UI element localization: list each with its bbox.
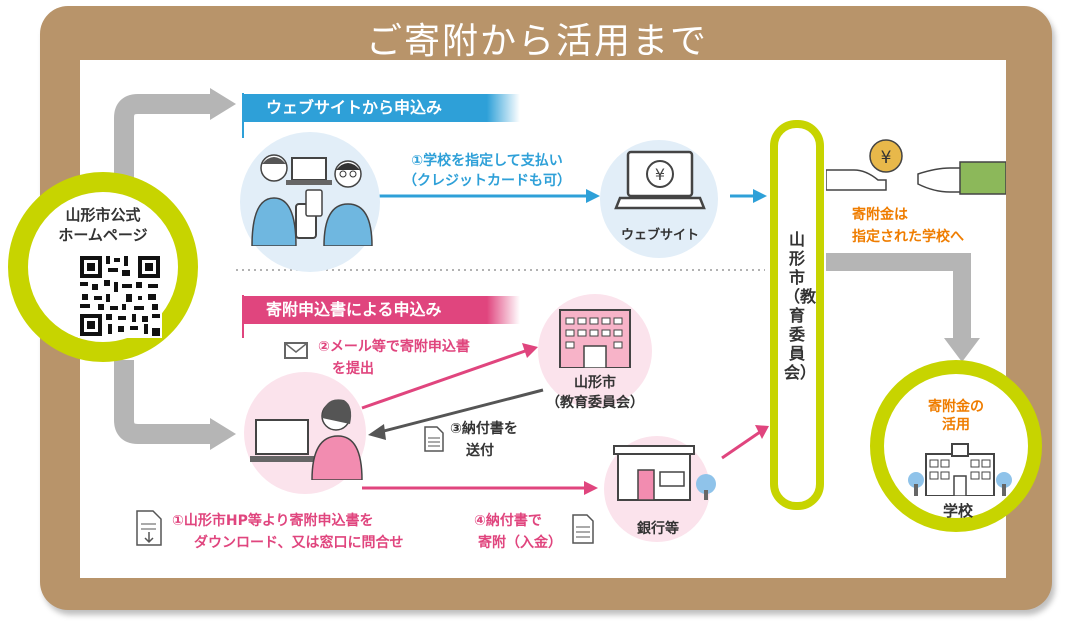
web-step1-line1: ①学校を指定して支払い xyxy=(411,153,563,169)
form-user-illustration xyxy=(250,399,363,480)
school-use-line2: 活用 xyxy=(942,417,970,433)
pink-arrow-head-city xyxy=(755,425,769,439)
school-building-icon xyxy=(908,443,1012,496)
office-building-icon xyxy=(559,309,631,368)
office-label-1: 山形市 xyxy=(574,375,616,391)
donation-text-2: 指定された学校へ xyxy=(852,229,964,245)
bank-label: 銀行等 xyxy=(637,521,679,537)
laptop-yen-icon: ¥ xyxy=(614,150,706,210)
web-users-illustration xyxy=(251,154,373,246)
gray-arrow-to-school xyxy=(826,253,971,342)
form-step2-line1: ②メール等で寄附申込書 xyxy=(318,339,470,355)
form-route-banner: 寄附申込書による申込み xyxy=(244,296,520,324)
blue-arrow-head-1 xyxy=(586,189,600,203)
diagram-panel xyxy=(80,60,1006,578)
pink-arrow-to-city xyxy=(721,430,761,460)
city-board-bar xyxy=(770,120,824,510)
homepage-label-1: 山形市公式 xyxy=(65,206,141,224)
form-step4-line2: 寄附（入金） xyxy=(478,535,562,551)
gray-arrow-to-form xyxy=(114,360,212,444)
gray-arrow-to-web xyxy=(114,94,212,185)
gray-arrow-head-school xyxy=(944,338,980,362)
donation-text-1: 寄附金は xyxy=(852,207,908,223)
gray-arrow-to-user xyxy=(379,388,544,434)
web-route-banner: ウェブサイトから申込み xyxy=(244,94,520,122)
qr-code-icon[interactable] xyxy=(78,254,162,338)
pink-arrow-head-office xyxy=(522,343,538,358)
bank-building-icon xyxy=(613,445,716,501)
school-use-line1: 寄附金の xyxy=(928,399,984,415)
pink-arrow-to-office xyxy=(361,348,529,410)
payment-slip-icon-3 xyxy=(424,426,444,452)
office-label-2: （教育委員会） xyxy=(546,395,644,411)
form-step1-line1: ①山形市HP等より寄附申込書を xyxy=(172,513,374,529)
blue-arrow-head-2 xyxy=(753,189,767,203)
gray-arrow-head-web xyxy=(210,88,236,120)
diagram-title: ご寄附から活用まで xyxy=(365,21,708,62)
coin-yen-glyph: ¥ xyxy=(881,148,892,168)
form-step4-line1: ④納付書で xyxy=(474,513,542,529)
website-yen-glyph: ¥ xyxy=(655,165,665,184)
city-board-label: 山形市（教育委員会） xyxy=(784,230,817,382)
form-step3-line1: ③納付書を xyxy=(450,421,518,437)
website-label: ウェブサイト xyxy=(620,228,699,243)
form-step1-line2: ダウンロード、又は窓口に問合せ xyxy=(194,535,404,551)
gray-arrow-head-form xyxy=(210,418,236,450)
school-label: 学校 xyxy=(942,502,973,520)
donation-hands-illustration: ¥ xyxy=(826,139,1006,195)
pink-arrow-head-bank xyxy=(584,481,598,495)
gray-arrow-head-user xyxy=(368,424,386,440)
payment-slip-icon-4 xyxy=(572,514,594,544)
web-step1-line2: （クレジットカードも可） xyxy=(403,173,571,189)
download-doc-icon xyxy=(136,510,162,546)
form-step3-line2: 送付 xyxy=(466,443,494,459)
form-step2-line2: を提出 xyxy=(332,361,374,377)
mail-icon xyxy=(284,342,308,359)
homepage-label-2[interactable]: ホームページ xyxy=(58,226,148,244)
